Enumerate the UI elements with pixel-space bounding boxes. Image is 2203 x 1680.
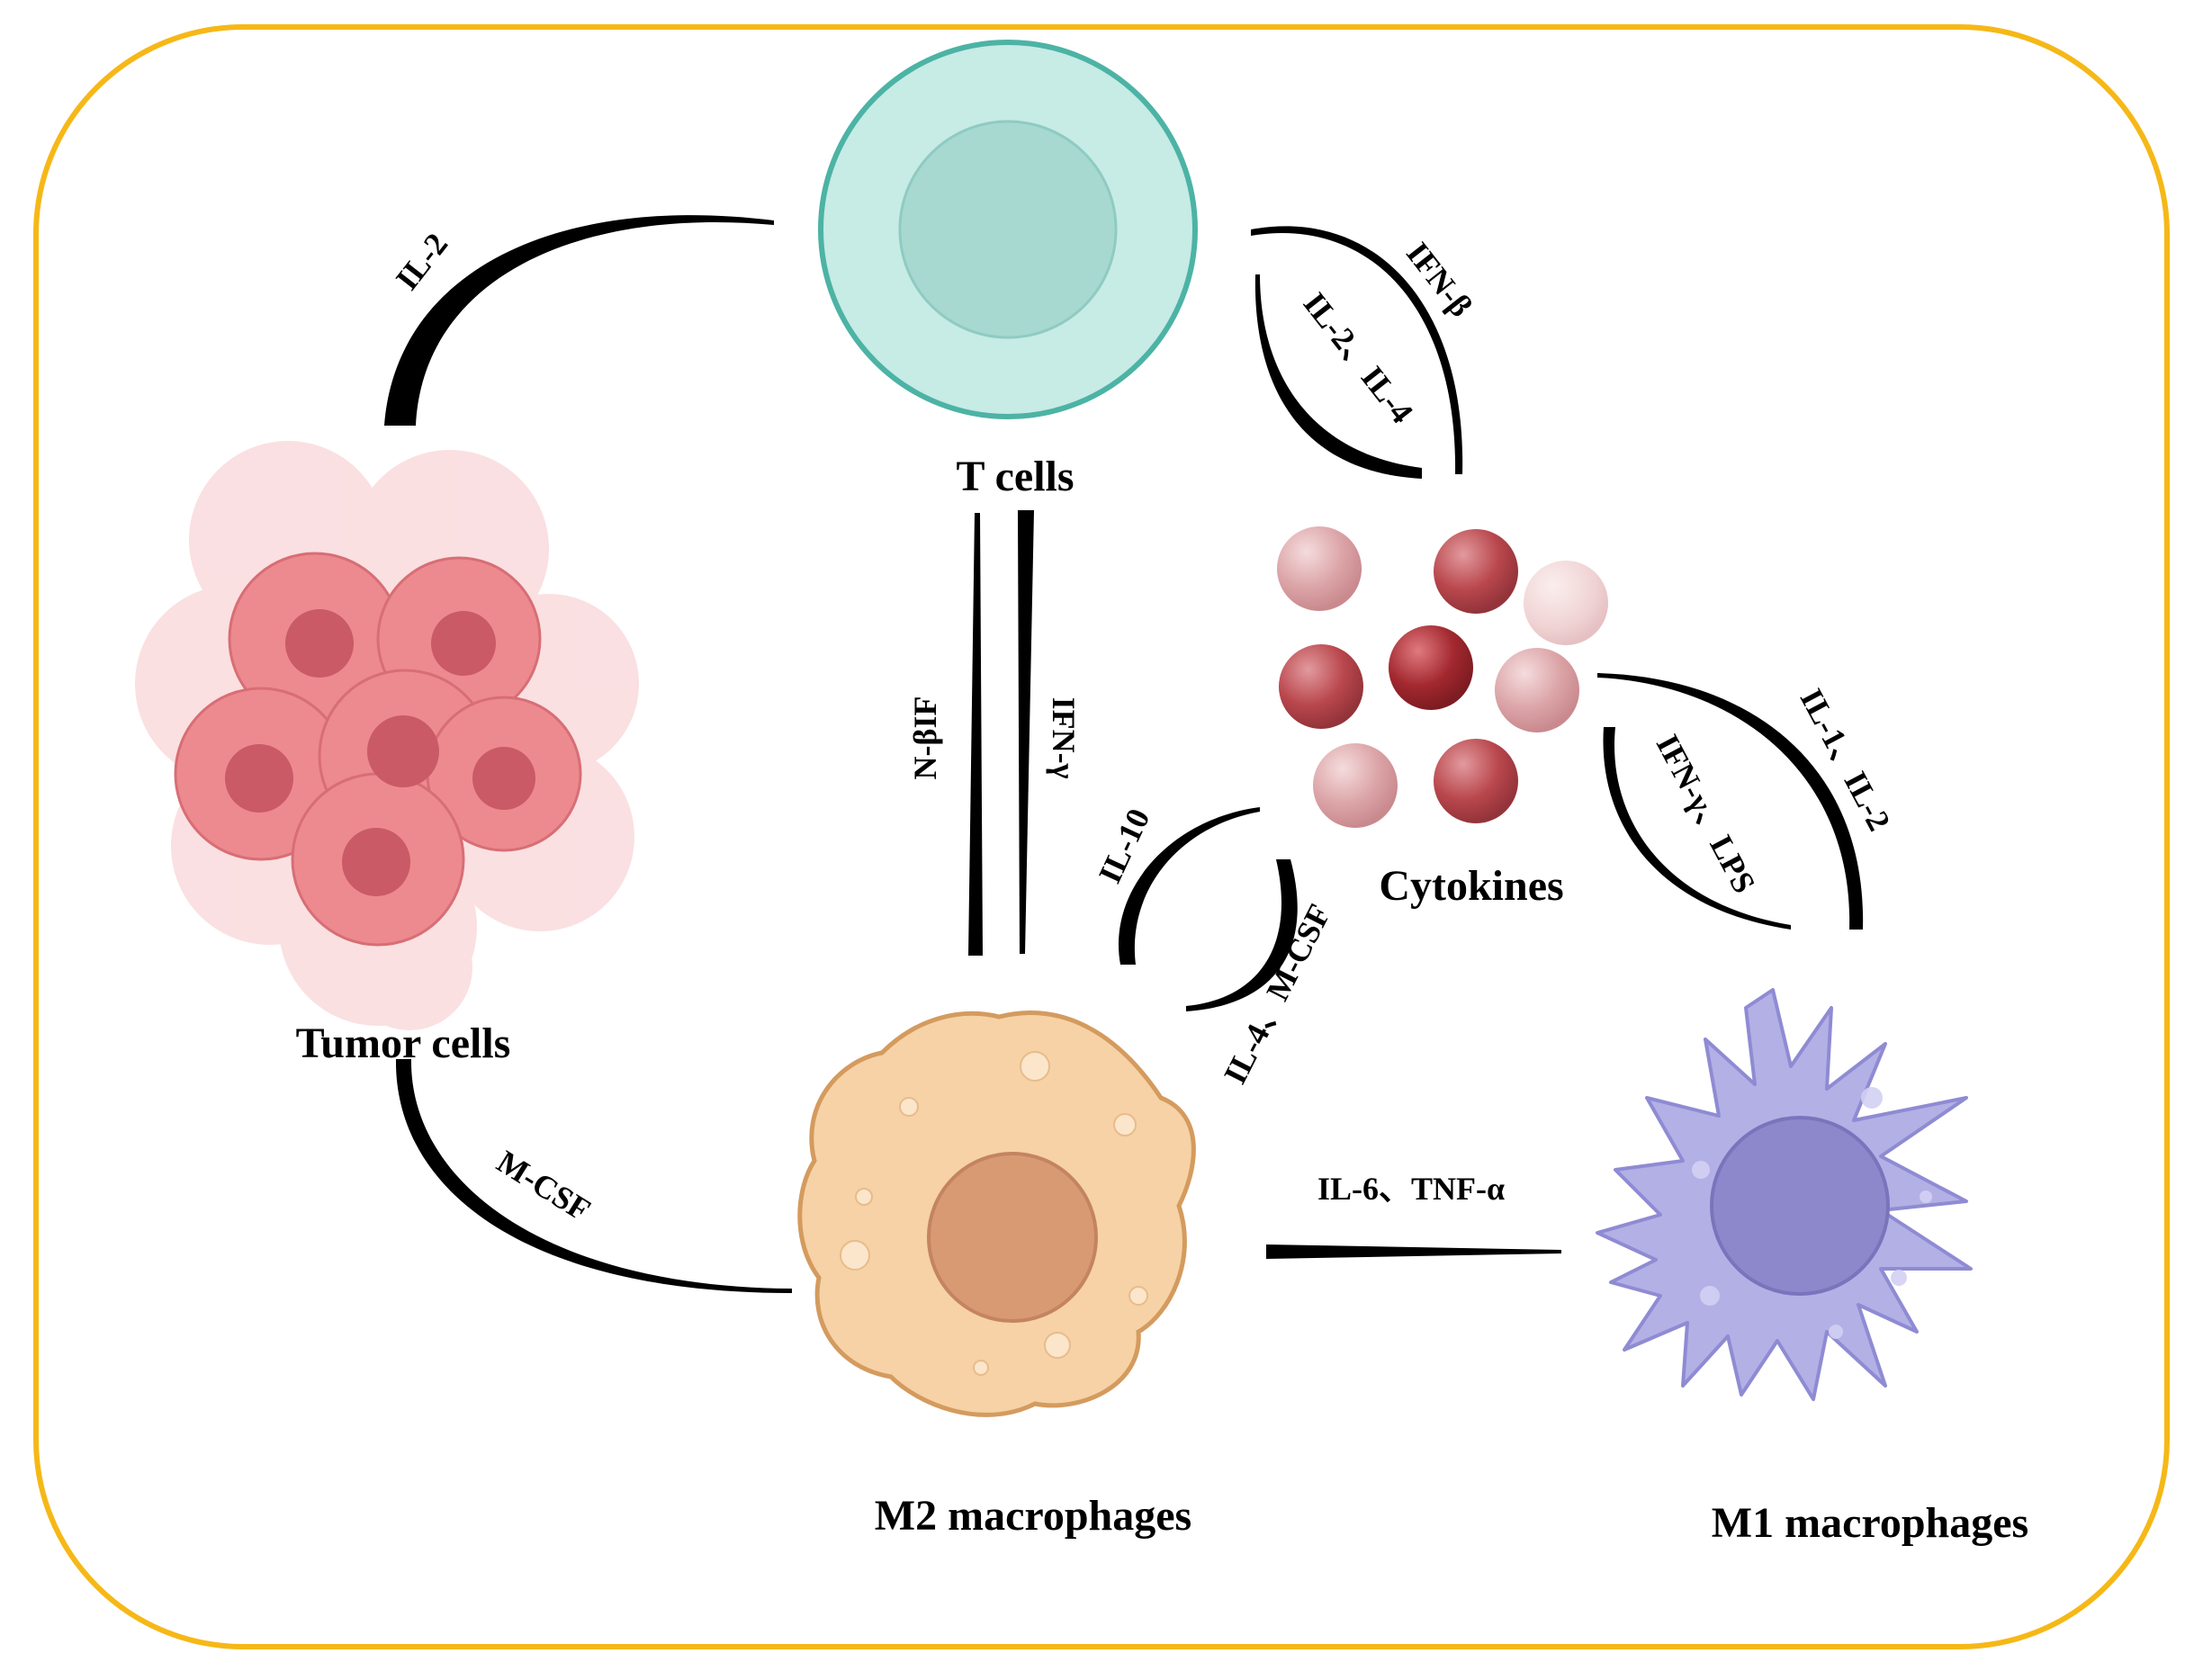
cytokine-particle — [1434, 739, 1518, 823]
m2-macrophages-label: M2 macrophages — [875, 1492, 1191, 1540]
edge-label: IL-6、TNF-α — [1317, 1171, 1505, 1207]
edge-il10 — [1118, 807, 1260, 965]
cytokine-particle — [1434, 529, 1518, 614]
cytokine-particle — [1313, 743, 1398, 828]
edges — [384, 215, 1864, 1293]
t-cells-label: T cells — [956, 453, 1074, 500]
m2-macrophage-icon — [797, 1011, 1196, 1417]
edge-nbif — [968, 513, 983, 956]
edge-il4-mcsf — [1186, 859, 1298, 1011]
cytokine-particle — [1277, 526, 1362, 611]
cytokine-particle — [1524, 561, 1608, 645]
tumor-cells-label: Tumor cells — [296, 1020, 511, 1067]
edge-label: IFN-γ — [1046, 697, 1082, 779]
cytokine-cluster-icon — [1277, 526, 1608, 828]
edge-il6-tnfa — [1266, 1244, 1561, 1259]
edge-label: N-βIF — [907, 696, 943, 780]
cytokines-label: Cytokines — [1379, 862, 1563, 910]
tumor-cluster-icon — [135, 441, 639, 1030]
edge-ifnb — [1251, 226, 1463, 474]
cytokine-particle — [1279, 644, 1363, 729]
m1-macrophage-icon — [1596, 988, 1973, 1401]
cytokine-particle — [1495, 648, 1579, 732]
cytokine-particle — [1389, 625, 1473, 710]
edge-ifng-t — [1018, 510, 1034, 954]
t-cell-icon — [818, 40, 1198, 419]
edge-il2-tumor-t — [384, 215, 774, 426]
m1-macrophages-label: M1 macrophages — [1712, 1499, 2028, 1547]
